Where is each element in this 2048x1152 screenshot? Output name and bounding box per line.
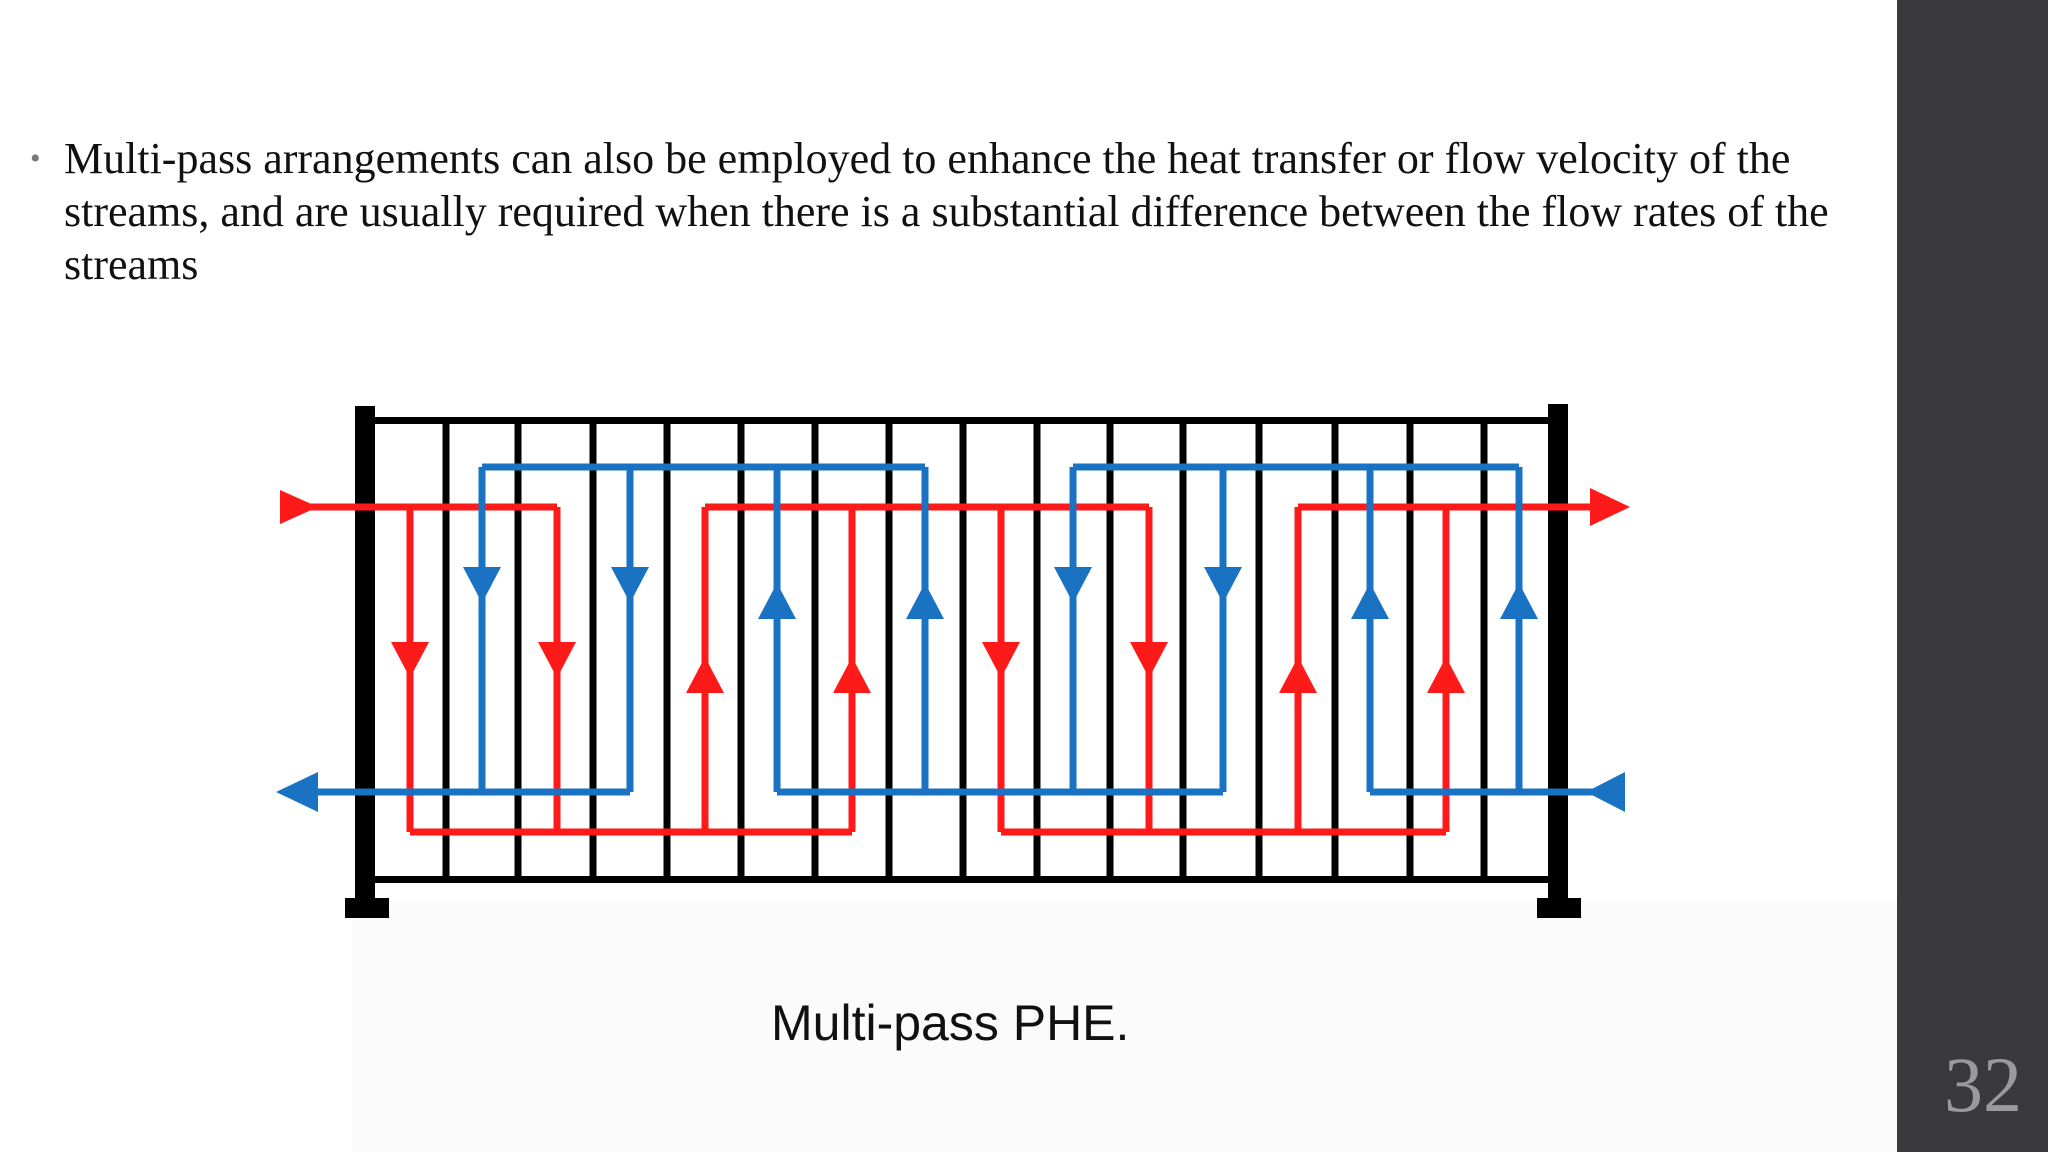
up-arrow-icon [833, 657, 871, 693]
bullet-dot-icon: • [30, 142, 41, 175]
up-arrow-icon [1427, 657, 1465, 693]
up-arrow-icon [686, 657, 724, 693]
hot-inlet-arrow-icon [280, 490, 318, 524]
down-arrow-icon [463, 567, 501, 603]
page-number: 32 [1944, 1041, 2022, 1128]
slide-side-bar: 32 [1897, 0, 2048, 1152]
left-end-plate [355, 406, 375, 906]
internal-plates [442, 420, 1488, 880]
bullet-text: Multi-pass arrangements can also be empl… [64, 134, 1829, 289]
down-arrow-icon [1204, 567, 1242, 603]
hot-outlet-arrow-icon [1590, 488, 1630, 526]
down-arrow-icon [391, 642, 429, 678]
cold-inlet-arrow-icon [1586, 772, 1625, 812]
diagram-background [352, 900, 1897, 1152]
cold-stream-arrows [276, 567, 1625, 812]
up-arrow-icon [758, 583, 796, 619]
right-end-plate [1548, 404, 1568, 906]
down-arrow-icon [1054, 567, 1092, 603]
hot-stream-arrows [280, 488, 1630, 693]
down-arrow-icon [611, 567, 649, 603]
down-arrow-icon [1130, 642, 1168, 678]
figure-caption: Multi-pass PHE. [771, 995, 1130, 1051]
slide-canvas: • Multi-pass arrangements can also be em… [30, 134, 1897, 1152]
up-arrow-icon [1351, 583, 1389, 619]
right-foot [1537, 898, 1581, 918]
up-arrow-icon [906, 583, 944, 619]
left-foot [345, 898, 389, 918]
up-arrow-icon [1500, 583, 1538, 619]
plate-frame [345, 404, 1581, 918]
multi-pass-phe-diagram [276, 404, 1630, 918]
cold-stream [300, 463, 1625, 796]
cold-outlet-arrow-icon [276, 772, 318, 812]
up-arrow-icon [1279, 657, 1317, 693]
down-arrow-icon [538, 642, 576, 678]
down-arrow-icon [982, 642, 1020, 678]
